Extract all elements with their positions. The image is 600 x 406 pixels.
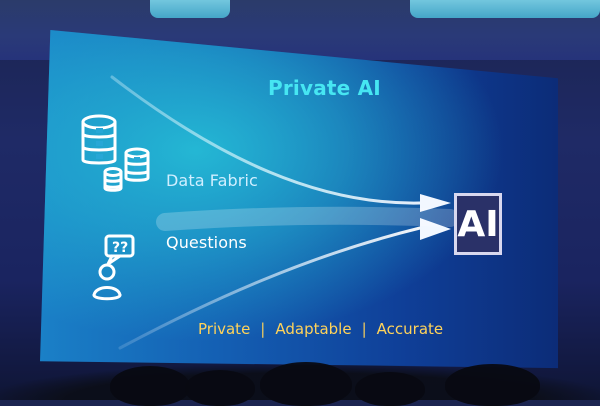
bottom-arrowhead [420, 218, 451, 240]
light-beam [156, 206, 459, 231]
database-stack-icon [81, 114, 150, 192]
bottom-flow-arrow [118, 226, 422, 350]
top-flow-arrow [110, 75, 422, 205]
questions-label: Questions [166, 233, 247, 252]
footer-item-private: Private [198, 320, 251, 338]
svg-text:??: ?? [112, 240, 128, 256]
ai-box: AI [454, 193, 502, 255]
ai-box-label: AI [457, 203, 499, 245]
audience-head [260, 362, 352, 406]
audience-head [185, 370, 255, 406]
footer-separator: | [361, 320, 367, 338]
footer-item-adaptable: Adaptable [275, 320, 352, 338]
footer-item-accurate: Accurate [376, 320, 444, 338]
audience-head [355, 372, 425, 406]
data-fabric-label: Data Fabric [166, 171, 258, 190]
user-question-icon: ?? [92, 234, 135, 301]
audience-head [110, 366, 190, 406]
audience-head [445, 364, 540, 406]
slide-title: Private AI [268, 76, 381, 100]
footer-separator: | [260, 320, 266, 338]
ceiling-light-left [150, 0, 230, 18]
ceiling-light-right [410, 0, 600, 18]
top-arrowhead [420, 194, 451, 212]
footer: Private | Adaptable | Accurate [198, 320, 458, 338]
